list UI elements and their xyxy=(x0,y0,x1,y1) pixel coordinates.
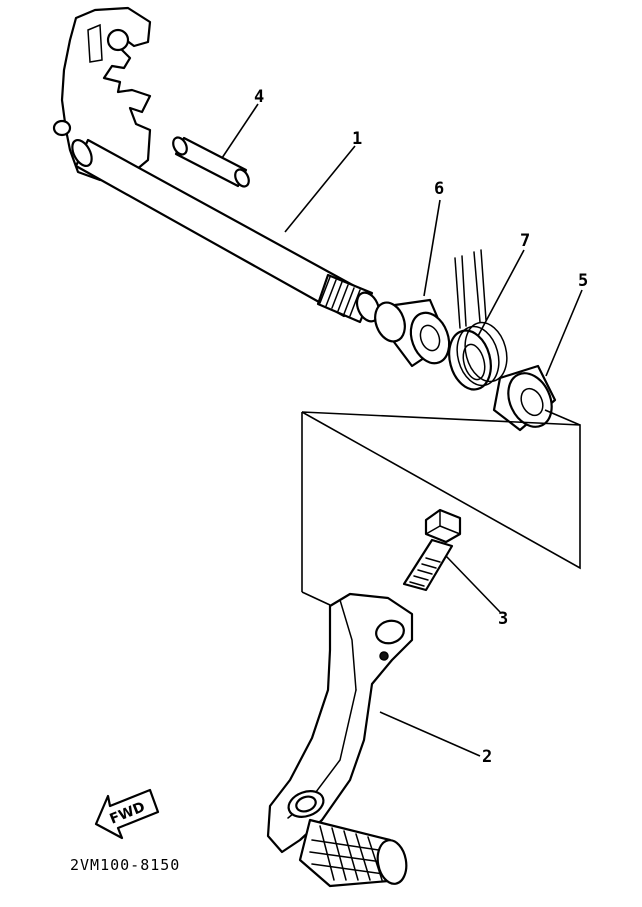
shift-shaft-assembly xyxy=(52,6,381,324)
callout-5: 5 xyxy=(578,271,588,291)
callout-6: 6 xyxy=(434,179,444,199)
shift-fork-plate xyxy=(60,6,152,182)
fwd-arrow-icon xyxy=(94,788,160,840)
fwd-direction-marker: FWD xyxy=(94,788,160,840)
fork-plate-hole xyxy=(106,28,130,52)
clamp-slot xyxy=(379,651,389,661)
leader-lines xyxy=(221,103,583,757)
callout-7: 7 xyxy=(520,231,530,251)
callout-3: 3 xyxy=(498,609,508,629)
dowel-pin xyxy=(172,136,250,188)
collar-5 xyxy=(492,364,557,432)
torsion-spring xyxy=(448,249,508,391)
collar-6 xyxy=(374,298,451,368)
callout-2: 2 xyxy=(482,747,492,767)
shift-pedal xyxy=(266,592,414,888)
drawing-code: 2VM100-8150 xyxy=(70,856,180,874)
bolt xyxy=(402,508,462,592)
callout-1: 1 xyxy=(352,129,362,149)
assembly-guide-lines xyxy=(301,409,581,613)
callout-labels: 4 1 6 7 5 3 2 xyxy=(254,87,588,767)
plate-pin xyxy=(52,119,72,137)
callout-4: 4 xyxy=(254,87,264,107)
